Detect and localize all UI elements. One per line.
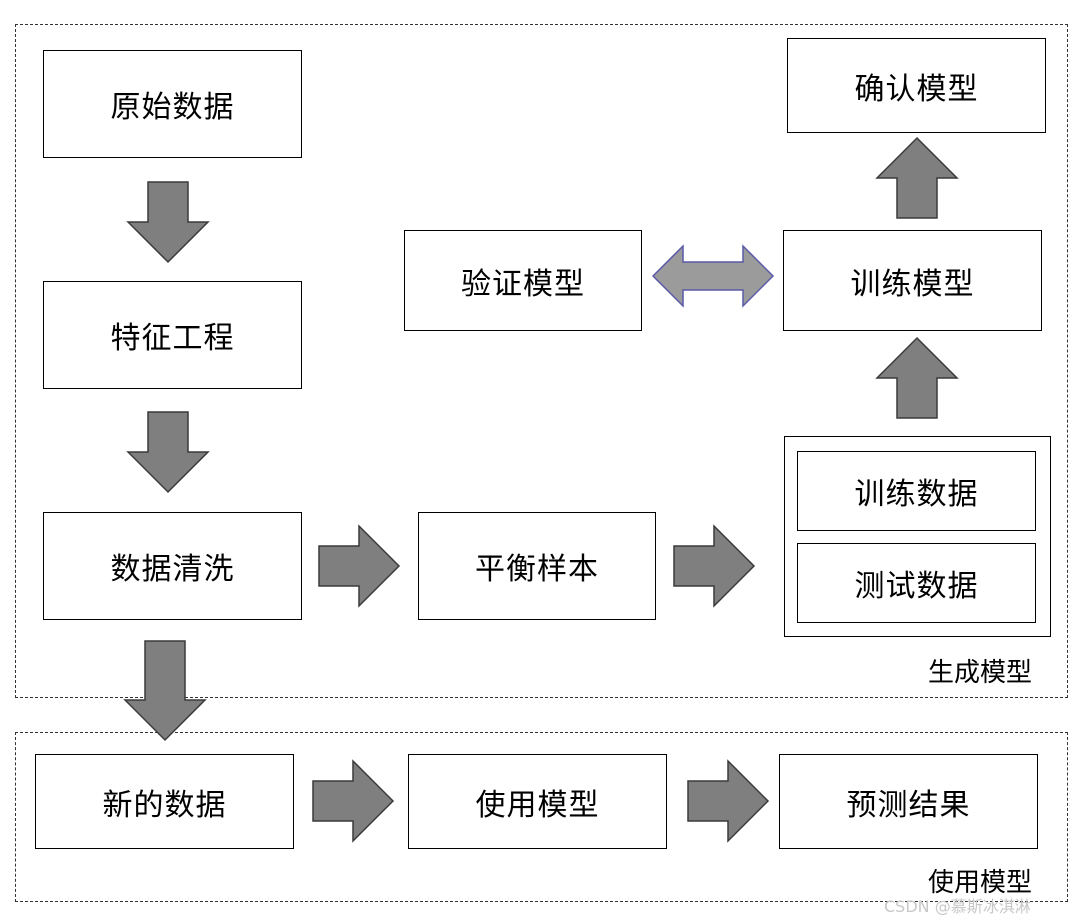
use-model-group — [15, 732, 1068, 902]
validate-model-box: 验证模型 — [404, 230, 642, 331]
prediction-result-box: 预测结果 — [779, 754, 1038, 849]
arrow-down-clean-to-new — [123, 640, 207, 742]
confirm-model-box: 确认模型 — [787, 38, 1046, 133]
use-model-label: 使用模型 — [928, 868, 1033, 898]
arrow-down-feature-to-clean — [126, 411, 210, 494]
watermark: CSDN @慕斯冰淇淋 — [884, 897, 1031, 916]
arrow-up-split-to-train — [875, 336, 959, 419]
arrow-right-new-to-use — [312, 759, 395, 843]
train-data-box: 训练数据 — [797, 451, 1036, 531]
raw-data-box: 原始数据 — [43, 50, 302, 158]
arrow-right-use-to-result — [687, 759, 770, 843]
use-model-box: 使用模型 — [408, 754, 667, 849]
feature-engineering-box: 特征工程 — [43, 281, 302, 389]
arrow-up-train-to-confirm — [875, 136, 959, 219]
new-data-box: 新的数据 — [35, 754, 294, 849]
generate-model-group — [15, 24, 1068, 698]
train-model-box: 训练模型 — [783, 230, 1042, 331]
generate-model-label: 生成模型 — [928, 658, 1033, 688]
arrow-right-clean-to-balance — [318, 524, 401, 608]
arrow-right-balance-to-split — [673, 524, 756, 608]
balance-samples-box: 平衡样本 — [418, 512, 656, 620]
double-arrow-validate-train — [651, 244, 775, 308]
test-data-box: 测试数据 — [797, 543, 1036, 623]
arrow-down-raw-to-feature — [126, 181, 210, 264]
data-cleaning-box: 数据清洗 — [43, 512, 302, 620]
